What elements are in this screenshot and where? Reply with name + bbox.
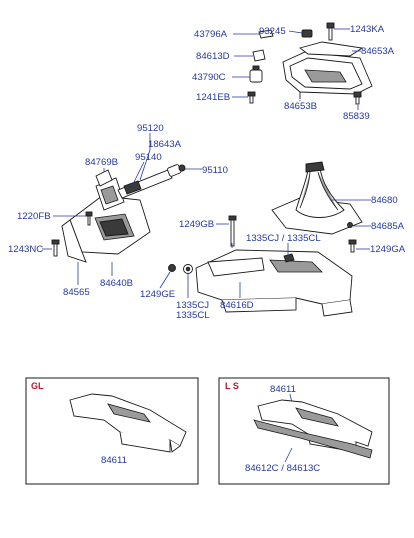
label-1243KA: 1243KA [350,24,385,35]
shift-bracket-assembly [247,22,373,105]
clip-84613D [252,49,266,62]
screw-1249GA [348,239,357,253]
lighter-95110 [117,164,186,199]
variant-box-gl: GL 84611 [25,377,199,485]
variant-tag-gl: GL [31,381,44,391]
label-1249GB: 1249GB [179,219,214,230]
screw-1243KA [326,22,335,41]
label-84565: 84565 [63,287,90,298]
labels: 43796A 93245 1243KA 84613D 84653A 43790C… [8,24,406,321]
label-gl-84611: 84611 [101,455,127,466]
label-1241EB: 1241EB [196,92,230,103]
label-ls-84612C-84613C: 84612C / 84613C [245,463,320,474]
switch-43790C [249,65,263,83]
label-43796A: 43796A [194,29,228,40]
indicator-plate [298,41,364,57]
label-1249GA: 1249GA [370,244,406,255]
screw-1243NC [51,239,60,257]
label-84685A: 84685A [371,221,405,232]
label-1220FB: 1220FB [17,211,51,222]
label-95120: 95120 [137,123,164,134]
label-95140: 95140 [135,152,162,163]
label-ls-84611: 84611 [270,384,296,395]
screw-1241EB [247,91,256,104]
label-84653A: 84653A [361,46,395,57]
nut-1249GE [168,264,176,272]
console-side-84612C [253,419,373,459]
label-84613D: 84613D [196,51,230,62]
console-84616D [168,215,353,317]
label-84616D: 84616D [220,300,254,311]
screw-1249GB [228,215,237,247]
console-84611-gl [69,393,187,453]
label-1249GE: 1249GE [140,289,175,300]
label-1335CJ: 1335CJ [176,300,209,311]
label-84640B: 84640B [100,278,133,289]
label-84653B: 84653B [284,101,317,112]
label-84680: 84680 [371,195,398,206]
label-1243NC: 1243NC [8,244,43,255]
shift-boot-assembly [271,161,363,253]
variant-tag-ls: L S [225,381,239,391]
label-93245: 93245 [259,26,286,37]
label-84769B: 84769B [85,157,118,168]
label-1335CL: 1335CL [176,310,210,321]
cap-93245 [301,29,313,38]
label-95110: 95110 [202,165,228,176]
box-assembly [51,164,186,263]
label-85839: 85839 [343,111,370,122]
variant-box-ls: L S 84611 84612C / 84613C [218,377,390,485]
shift-boot-84680 [295,167,345,218]
pin-85839 [353,91,362,105]
screw-1220FB [85,211,93,226]
label-18643A: 18643A [148,139,182,150]
pad-43796A [258,29,274,39]
label-43790C: 43790C [192,72,226,83]
label-1335CJ-1335CL: 1335CJ / 1335CL [246,233,321,244]
